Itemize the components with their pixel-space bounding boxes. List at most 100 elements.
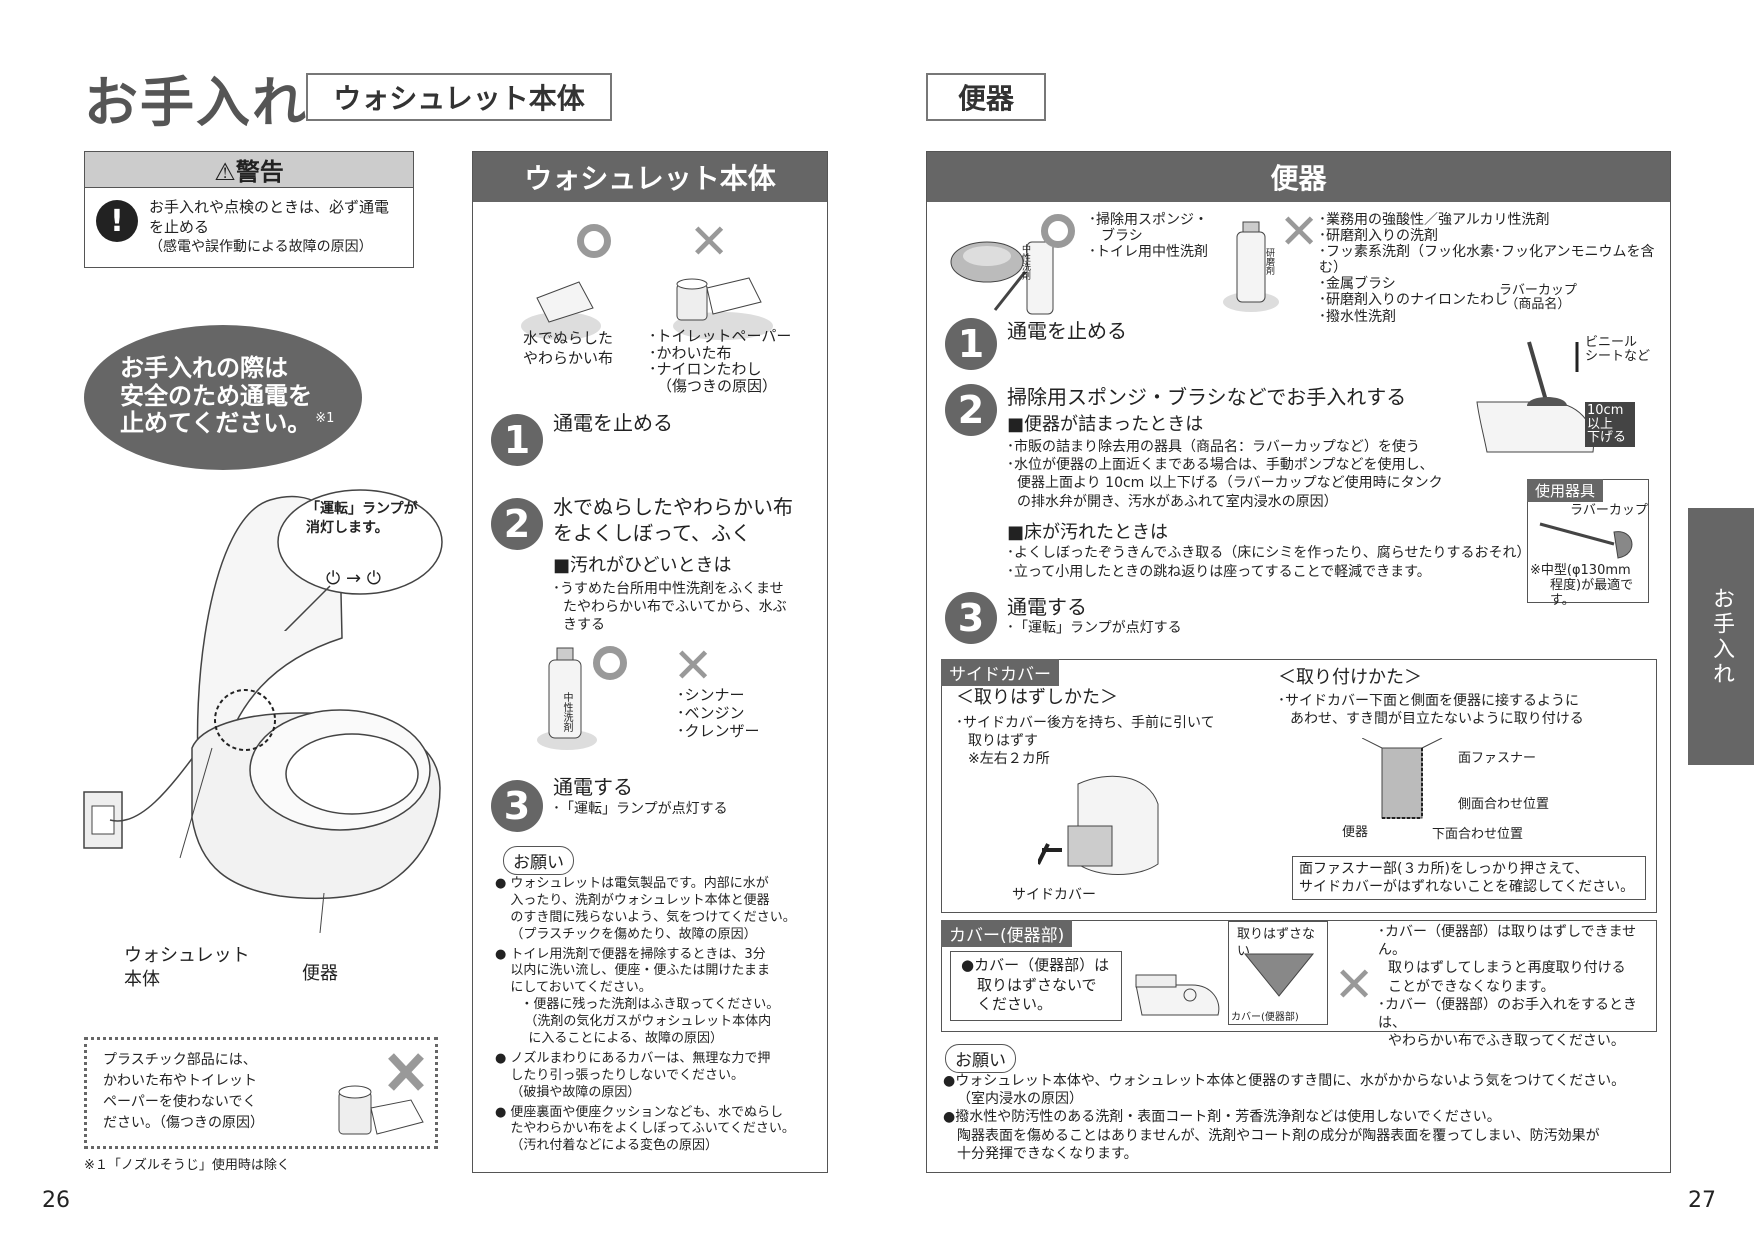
detergent-bottle-illustration <box>537 647 597 750</box>
fastener-illustration <box>1362 738 1443 819</box>
bowl-ok1: ･掃除用スポンジ・ <box>1089 212 1208 228</box>
label-washlet-body: 本体 <box>124 969 160 991</box>
side-tab: お手入れ <box>1688 508 1754 765</box>
rubber-label1: ラバーカップ <box>1499 283 1577 298</box>
label-bowl: 便器 <box>302 963 338 984</box>
lbl-fastener: 面ファスナー <box>1458 751 1537 766</box>
page-number-right: 27 <box>1688 1188 1716 1213</box>
toilet-illustration <box>83 495 441 934</box>
cover-r1-line2: 取りはずしてしまうと再度取り付ける <box>1388 960 1626 977</box>
req1-line3: のすき間に残らないよう、気をつけてください。 <box>510 909 796 925</box>
lamp-bubble <box>277 489 443 631</box>
plastic-line1: プラスチック部品には、 <box>103 1052 257 1068</box>
plunger-illustration <box>1476 341 1594 453</box>
remove-line3: ※左右２カ所 <box>968 751 1050 768</box>
power-icon: ⏻ → ⏻ <box>326 568 382 589</box>
cover-ng-mark-icon: ✕ <box>1334 957 1375 1013</box>
req2-line3: にしておいてください。 <box>510 980 652 996</box>
req4-bullet: ● <box>495 1104 507 1120</box>
bowl-ng2: ･研磨剤入りの洗剤 <box>1319 228 1438 245</box>
label-washlet: ウォシュレット <box>124 945 250 966</box>
side-cover-note-line1: 面ファスナー部(３カ所)をしっかり押さえて、 <box>1299 861 1589 877</box>
floor-line1: ･よくしぼったぞうきんでふき取る（床にシミを作ったり、腐らせたりするおそれ） <box>1007 545 1531 561</box>
rubber-label2: （商品名） <box>1505 297 1571 313</box>
vinyl-label2: シートなど <box>1585 349 1651 365</box>
cover-box-line1: ●カバー（便器部）は <box>961 956 1110 974</box>
ng-caption4: （傷つきの原因） <box>657 376 778 395</box>
clog-line4: の排水弁が開き、汚水があふれて室内浸水の原因） <box>1017 493 1338 510</box>
step1-title: 通電を止める <box>553 411 673 435</box>
ng-mark-icon-2: ✕ <box>673 638 714 694</box>
attach-line1: ･サイドカバー下面と側面を便器に接するように <box>1278 693 1579 709</box>
cover-r2-line1: ･カバー（便器部）のお手入れをするときは、 <box>1378 996 1637 1031</box>
bowl-bottle2-label: 研磨剤 <box>1264 248 1274 275</box>
sponge-brush-illustration <box>950 241 1054 315</box>
bubble-line2: 消灯します。 <box>306 519 389 536</box>
cover-box-line3: ください。 <box>977 995 1053 1013</box>
dirty-line2: たやわらかい布でふいてから、水ぶ <box>563 599 787 616</box>
step2-number: 2 <box>491 498 543 550</box>
ok-caption2: やわらかい布 <box>523 349 614 368</box>
cover-detail-box: 取りはずさない カバー(便器部) <box>1228 921 1328 1025</box>
cover-bowl-notebox: ●カバー（便器部）は 取りはずさないで ください。 <box>950 951 1122 1021</box>
oval-line3: 止めてください。 <box>120 409 312 438</box>
plastic-line2: かわいた布やトイレット <box>103 1073 257 1089</box>
req1-line1: ウォシュレットは電気製品です。内部に水が <box>510 876 769 891</box>
safety-oval: お手入れの際は 安全のため通電を 止めてください。※1 <box>84 325 362 470</box>
req2-line2: 以内に洗い流し、便座・便ふたは開けたまま <box>510 963 770 979</box>
floor-line2: ･立って小用したときの跳ね返りは座ってすることで軽減できます。 <box>1007 563 1431 580</box>
side-cover-note: 面ファスナー部(３カ所)をしっかり押さえて、 サイドカバーがはずれないことを確認… <box>1292 856 1646 901</box>
paper-roll-illustration <box>338 1053 424 1135</box>
bowl-ng5: ･研磨剤入りのナイロンたわし <box>1319 292 1508 309</box>
tool-note2: 程度)が最適です。 <box>1550 577 1634 608</box>
step1-number: 1 <box>491 414 543 466</box>
req2-bullet: ● <box>495 946 507 962</box>
oval-line1: お手入れの際は <box>120 354 288 382</box>
side-cover-fig-label: サイドカバー <box>1012 887 1096 903</box>
plastic-line3: ペーパーを使わないでく <box>103 1094 257 1110</box>
ok-mark-icon <box>577 224 611 258</box>
cloth-illustration <box>521 281 601 340</box>
vinyl-label1: ビニール <box>1585 335 1638 350</box>
attach-line2: あわせ、すき間が目立たないように取り付ける <box>1290 711 1584 728</box>
req3-line1: ノズルまわりにあるカバーは、無理な力で押 <box>510 1050 771 1066</box>
bowl-ng4: ･金属ブラシ <box>1319 276 1396 293</box>
ng-caption2: ･かわいた布 <box>649 343 732 362</box>
bowl-request-line1: ●ウォシュレット本体や、ウォシュレット本体と便器のすき間に、水がかからないよう気… <box>943 1073 1626 1089</box>
cover-r1-line1: ･カバー（便器部）は取りはずしできません。 <box>1378 924 1637 959</box>
remove-line2: 取りはずす <box>968 733 1038 750</box>
remove-heading: ＜取りはずしかた＞ <box>956 687 1118 708</box>
page-title: お手入れ <box>84 71 308 134</box>
cover-box-line2: 取りはずさないで <box>977 975 1097 994</box>
bowl-request-line2: （室内浸水の原因） <box>957 1091 1083 1108</box>
bowl-ok1b: ブラシ <box>1101 228 1143 245</box>
washlet-panel-title: ウォシュレット本体 <box>473 152 827 202</box>
attach-heading: ＜取り付けかた＞ <box>1278 667 1422 688</box>
tool-note1: ※中型(φ130mm <box>1530 563 1631 578</box>
step3-sub: ･「運転」ランプが点灯する <box>553 801 728 817</box>
washlet-panel: ウォシュレット本体 ✕ 水でぬらした やわらかい布 ･トイレットペーパー ･かわ… <box>472 151 828 1173</box>
plastic-line4: ださい。（傷つきの原因） <box>103 1115 264 1131</box>
bowl-ng-mark-icon: ✕ <box>1279 204 1320 260</box>
bubble-line1: 「運転」ランプが <box>306 501 418 517</box>
bowl-step3-sub: ･「運転」ランプが点灯する <box>1007 620 1182 636</box>
ng-mark-icon: ✕ <box>689 214 730 270</box>
cover-fig-top: 取りはずさない <box>1237 927 1316 960</box>
clog-line1: ･市販の詰まり除去用の器具（商品名：ラバーカップなど）を使う <box>1007 439 1420 455</box>
req2-line5: （洗剤の気化ガスがウォシュレット本体内 <box>524 1014 772 1030</box>
req1-line2: 入ったり、洗剤がウォシュレット本体と便器 <box>510 892 770 908</box>
plastic-note: プラスチック部品には、 かわいた布やトイレット ペーパーを使わないでく ださい。… <box>84 1037 438 1149</box>
paper-illustration <box>673 277 773 340</box>
ok-caption1: 水でぬらした <box>523 329 614 347</box>
bowl-ng3: ･フッ素系洗剤（フッ化水素･フッ化アンモニウムを含む） <box>1319 244 1655 277</box>
dirty-heading: ■汚れがひどいときは <box>553 555 732 576</box>
req3-line3: （破損や故障の原因） <box>510 1084 641 1100</box>
bowl-ng1: ･業務用の強酸性／強アルカリ性洗剤 <box>1319 212 1550 228</box>
req4-line1: 便座裏面や便座クッションなども、水でぬらし <box>510 1104 783 1120</box>
section-title-bowl: 便器 <box>926 73 1046 121</box>
bowl-request-line4: 陶器表面を傷めることはありませんが、洗剤やコート剤の成分が陶器表面を覆ってしまい… <box>957 1127 1600 1144</box>
tool-heading: 使用器具 <box>1527 479 1604 502</box>
step3-number: 3 <box>491 780 543 832</box>
request-label: お願い <box>503 846 574 875</box>
bowl-step1-title: 通電を止める <box>1007 319 1127 343</box>
